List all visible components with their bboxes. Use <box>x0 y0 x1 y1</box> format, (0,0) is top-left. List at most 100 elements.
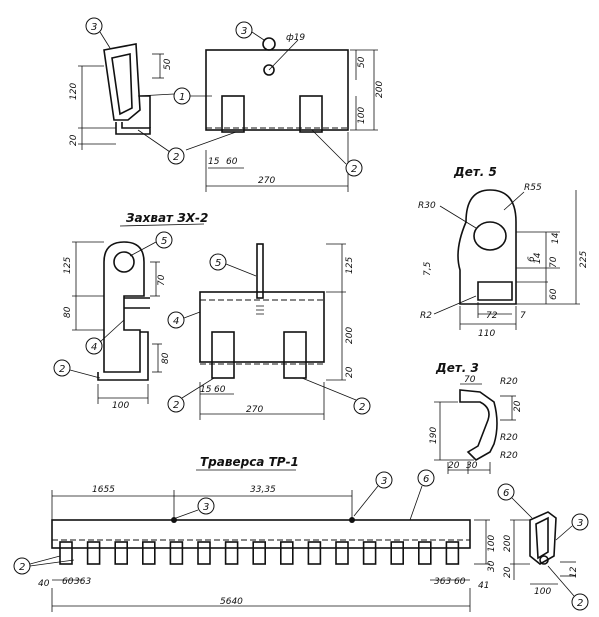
tr-1655: 1655 <box>92 485 115 495</box>
zx-20: 20 <box>345 366 355 378</box>
traversa-slot <box>86 541 101 565</box>
callout-2-c: 2 <box>59 364 65 375</box>
det3-r20-b: R20 <box>500 433 518 443</box>
callout-2-b: 2 <box>351 164 357 175</box>
zx-125: 125 <box>63 257 73 274</box>
callout-3-a: 3 <box>91 22 97 33</box>
zx-80: 80 <box>63 306 73 318</box>
callouts-traversa: 3 3 6 2 6 3 2 <box>13 469 589 611</box>
callout-4-a: 4 <box>91 342 97 353</box>
callout-5-a: 5 <box>161 236 167 247</box>
tr-30: 30 <box>487 560 497 572</box>
trs-100: 100 <box>534 587 551 597</box>
callout-2-g: 2 <box>577 598 583 609</box>
tr-60-right: 60 <box>454 577 466 587</box>
det3-title: Дет. 3 <box>435 361 479 375</box>
dim-120-top: 120 <box>69 83 79 100</box>
tr-100: 100 <box>487 535 497 552</box>
det3-r20-a: R20 <box>500 377 518 387</box>
det5-7: 7 <box>520 311 526 321</box>
det5-title: Дет. 5 <box>453 165 497 179</box>
traversa-slot <box>335 541 349 565</box>
trs-20: 20 <box>503 566 513 578</box>
det5-14: 14 <box>533 252 543 264</box>
top-front-view: ф19 270 15 60 50 100 200 <box>185 33 385 192</box>
zx-125-right: 125 <box>345 257 355 274</box>
callouts-zahvat: 5 4 2 5 4 2 2 <box>53 231 371 415</box>
det3-30: 30 <box>466 461 478 471</box>
tr-5640: 5640 <box>220 597 243 607</box>
dim-100-top-right: 100 <box>357 107 367 124</box>
det3-190: 190 <box>429 427 439 444</box>
callout-4-b: 4 <box>173 316 179 327</box>
tr-41: 41 <box>478 581 489 591</box>
dim-270-top: 270 <box>258 176 275 186</box>
top-side-view: 120 20 50 <box>69 43 175 153</box>
callout-6-b: 6 <box>503 488 509 499</box>
zx-80b: 80 <box>161 352 171 364</box>
det5-r30: R30 <box>418 201 436 211</box>
zahvat-drawing: Захват ЗХ-2 125 80 70 80 100 <box>63 211 355 420</box>
traversa-slot <box>169 541 184 565</box>
tr-60-left: 60 <box>62 577 74 587</box>
det5-72: 72 <box>486 311 498 321</box>
callout-6-a: 6 <box>423 474 429 485</box>
traversa-slot <box>390 541 405 565</box>
det3-20: 20 <box>513 400 523 412</box>
det5-drawing: Дет. 5 R30 R55 R2 225 70 60 14 6 7,5 110… <box>418 165 589 339</box>
det5-46: 14 <box>551 232 561 244</box>
callout-1-a: 1 <box>179 92 185 103</box>
callouts-top: 3 1 2 3 2 <box>85 17 363 177</box>
det5-7-5: 7,5 <box>423 261 433 276</box>
traversa-slot <box>197 541 211 565</box>
det3-70: 70 <box>464 375 476 385</box>
det5-60: 60 <box>549 288 559 300</box>
zx-100: 100 <box>112 401 129 411</box>
traversa-slot <box>224 541 239 565</box>
det3-r20-c: R20 <box>500 451 518 461</box>
traversa-drawing: Траверса ТР-1 1655 33,35 5640 40 60 363 … <box>38 455 497 612</box>
dim-d19: ф19 <box>286 33 305 43</box>
dim-15-top: 15 <box>208 157 220 167</box>
dim-50-top-right: 50 <box>357 56 367 68</box>
traversa-section: 200 20 100 12 <box>503 511 579 597</box>
callout-5-b: 5 <box>215 258 221 269</box>
dim-20-top: 20 <box>69 134 79 146</box>
callout-3-b: 3 <box>241 26 247 37</box>
callout-3-d: 3 <box>381 476 387 487</box>
trs-200: 200 <box>503 535 513 552</box>
det5-110: 110 <box>478 329 495 339</box>
traversa-slots <box>59 541 460 565</box>
dim-200-top-right: 200 <box>375 81 385 98</box>
zx-60: 60 <box>214 385 226 395</box>
traversa-slot <box>252 541 266 565</box>
det5-225: 225 <box>579 251 589 268</box>
traversa-slot <box>362 541 377 565</box>
traversa-slot <box>279 541 294 565</box>
zx-270: 270 <box>246 405 263 415</box>
tr-3335: 33,35 <box>250 485 276 495</box>
zx-15: 15 <box>200 385 212 395</box>
callout-2-a: 2 <box>173 152 179 163</box>
callout-3-c: 3 <box>203 502 209 513</box>
callout-2-d: 2 <box>173 400 179 411</box>
callout-2-f: 2 <box>19 562 25 573</box>
callout-3-e: 3 <box>577 518 583 529</box>
zx-70: 70 <box>157 274 167 286</box>
traversa-slot <box>417 541 432 565</box>
zahvat-title: Захват ЗХ-2 <box>126 211 208 225</box>
det5-r2: R2 <box>420 311 432 321</box>
traversa-slot <box>445 541 460 565</box>
tr-363-right: 363 <box>434 577 451 587</box>
traversa-slot <box>142 541 156 565</box>
traversa-slot <box>59 541 73 565</box>
trs-12: 12 <box>569 566 579 578</box>
tr-40: 40 <box>38 579 50 589</box>
det3-20b: 20 <box>448 461 460 471</box>
dim-50-top-left: 50 <box>163 58 173 70</box>
det3-drawing: Дет. 3 70 R20 20 190 R20 R20 20 30 <box>429 361 523 474</box>
callout-2-e: 2 <box>359 402 365 413</box>
traversa-slot <box>114 541 128 565</box>
traversa-title: Траверса ТР-1 <box>200 455 299 469</box>
